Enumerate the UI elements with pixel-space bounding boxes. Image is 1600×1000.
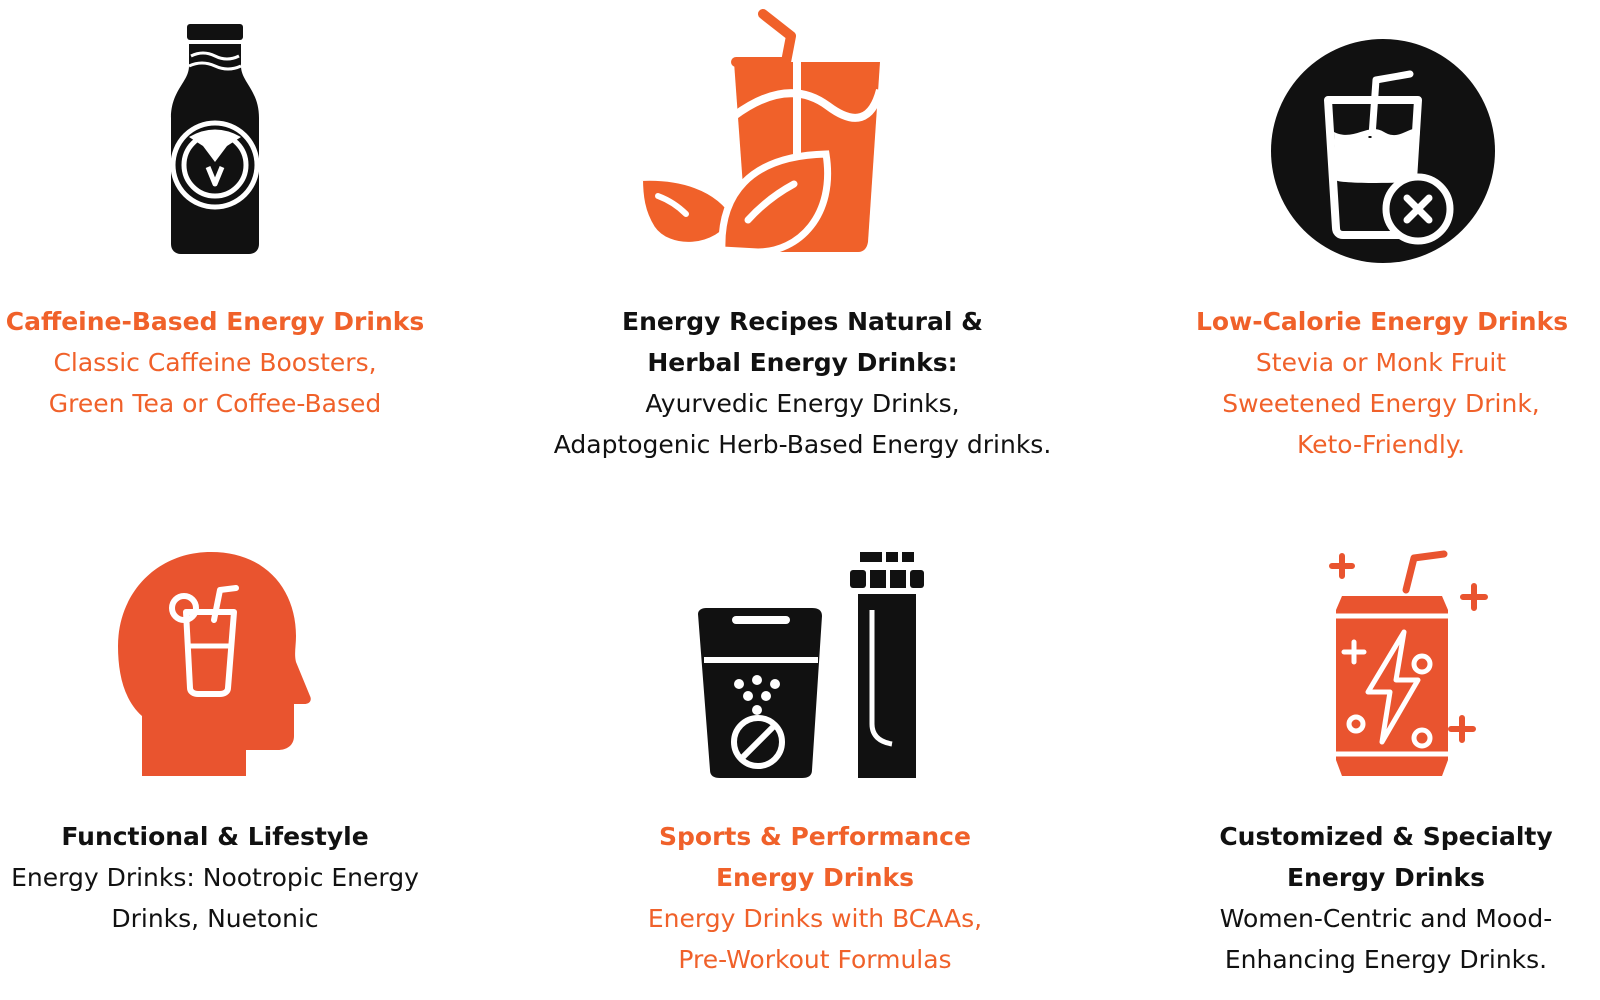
card-body-line: Energy Drinks with BCAAs, — [647, 904, 983, 933]
card-body-line: Stevia or Monk Fruit — [1255, 348, 1507, 377]
card-text: Customized & Specialty Energy Drinks Wom… — [1196, 816, 1576, 980]
card-text: Caffeine-Based Energy Drinks Classic Caf… — [0, 301, 430, 424]
card-body-line: Classic Caffeine Boosters, — [53, 348, 377, 377]
low-calorie-glass-icon — [1271, 39, 1495, 263]
card-title: Energy Recipes Natural & — [622, 307, 983, 336]
card-text: Sports & Performance Energy Drinks Energ… — [600, 816, 1030, 980]
category-card-functional: Functional & Lifestyle Energy Drinks: No… — [0, 520, 430, 1000]
card-title: Low-Calorie Energy Drinks — [1196, 307, 1569, 336]
category-card-caffeine: Caffeine-Based Energy Drinks Classic Caf… — [0, 0, 430, 480]
card-body-line: Adaptogenic Herb-Based Energy drinks. — [553, 430, 1052, 459]
card-body-line: Keto-Friendly. — [1296, 430, 1466, 459]
category-card-customized: Customized & Specialty Energy Drinks Wom… — [1196, 520, 1600, 1000]
card-title: Energy Drinks — [715, 863, 914, 892]
category-card-sports: Sports & Performance Energy Drinks Energ… — [600, 520, 1030, 1000]
card-title: Customized & Specialty — [1219, 822, 1553, 851]
card-body-line: Drinks, Nuetonic — [111, 904, 319, 933]
card-body-line: Energy Drinks: Nootropic Energy — [11, 863, 419, 892]
head-drink-icon — [118, 552, 311, 776]
category-card-herbal: Energy Recipes Natural & Herbal Energy D… — [540, 0, 1065, 480]
card-body-line: Pre-Workout Formulas — [678, 945, 952, 974]
herbal-drink-leaves-icon — [638, 9, 884, 252]
card-title: Herbal Energy Drinks: — [647, 348, 958, 377]
card-title: Caffeine-Based Energy Drinks — [5, 307, 425, 336]
card-title: Functional & Lifestyle — [61, 822, 369, 851]
card-title: Energy Drinks — [1286, 863, 1485, 892]
card-text: Energy Recipes Natural & Herbal Energy D… — [540, 301, 1065, 465]
card-body-line: Green Tea or Coffee-Based — [48, 389, 382, 418]
energy-bottle-icon — [170, 24, 260, 254]
card-body-line: Ayurvedic Energy Drinks, — [645, 389, 960, 418]
category-card-low-calorie: Low-Calorie Energy Drinks Stevia or Monk… — [1196, 0, 1569, 480]
card-text: Functional & Lifestyle Energy Drinks: No… — [0, 816, 430, 939]
card-body-line: Women-Centric and Mood- — [1219, 904, 1553, 933]
card-body-line: Sweetened Energy Drink, — [1222, 389, 1540, 418]
energy-can-icon — [1329, 550, 1488, 776]
effervescent-tablet-tube-icon — [698, 552, 924, 778]
card-title: Sports & Performance — [659, 822, 971, 851]
card-text: Low-Calorie Energy Drinks Stevia or Monk… — [1196, 301, 1569, 465]
card-body-line: Enhancing Energy Drinks. — [1224, 945, 1548, 974]
